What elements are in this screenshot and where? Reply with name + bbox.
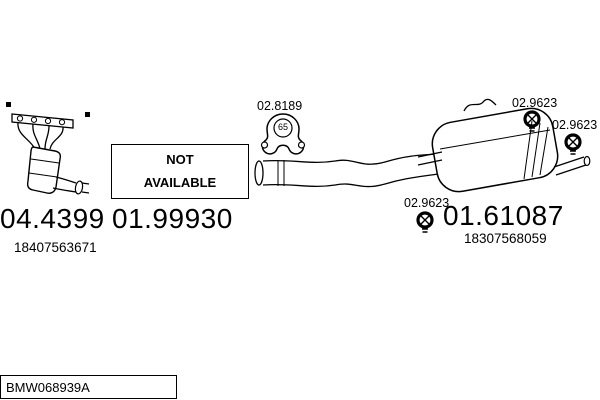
mid-pipe-part-number[interactable]: 01.99930	[112, 203, 233, 234]
front-pipe-drawing	[250, 140, 440, 202]
reference-code: BMW068939A	[6, 379, 90, 395]
exhaust-manifold-drawing	[2, 92, 102, 217]
mounting-point-marker	[85, 112, 90, 117]
rear-muffler-drawing	[412, 95, 600, 210]
rear-muffler-oem-number: 18307568059	[464, 231, 547, 246]
clamp-icon	[562, 131, 584, 157]
clamp-right-part-number[interactable]: 02.9623	[552, 118, 598, 132]
reference-code-box: BMW068939A	[0, 375, 177, 399]
clamp-center-part-number[interactable]: 02.9623	[404, 196, 450, 210]
clamp-top-part-number[interactable]: 02.9623	[512, 96, 558, 110]
clamp-icon	[521, 108, 543, 134]
mounting-point-marker	[6, 102, 11, 107]
not-available-box: NOT AVAILABLE	[111, 144, 249, 199]
rear-muffler-part-number[interactable]: 01.61087	[443, 200, 564, 231]
manifold-part-number[interactable]: 04.4399	[0, 203, 105, 234]
gasket-drawing	[254, 112, 312, 164]
gasket-part-number[interactable]: 02.8189	[257, 99, 303, 113]
clamp-icon	[414, 209, 436, 235]
manifold-oem-number: 18407563671	[14, 240, 97, 255]
gasket-diameter-label: 65	[277, 122, 288, 132]
not-available-label: NOT AVAILABLE	[143, 152, 217, 190]
